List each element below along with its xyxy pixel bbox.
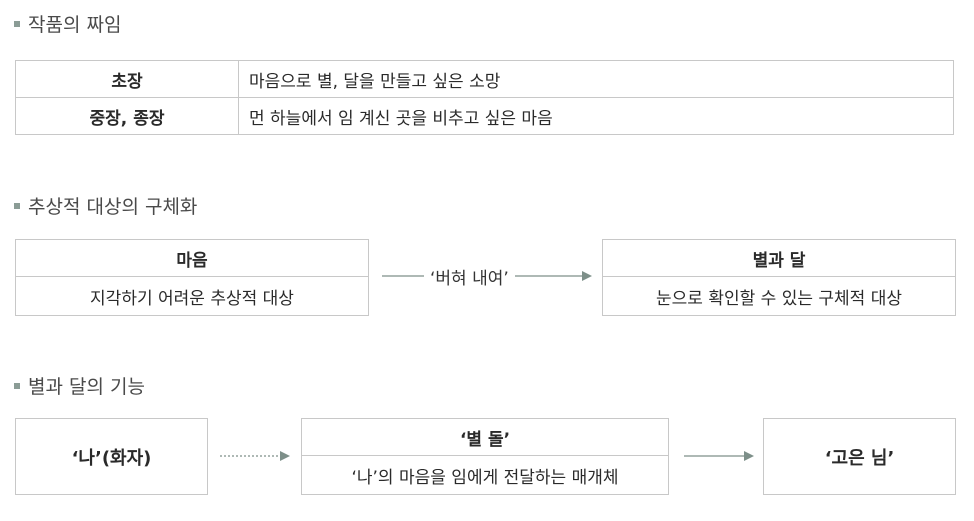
table-cell-part: 초장 <box>15 60 239 98</box>
table-row: 중장, 종장 먼 하늘에서 임 계신 곳을 비추고 싶은 마음 <box>15 97 954 135</box>
table-cell-content: 마음으로 별, 달을 만들고 싶은 소망 <box>238 60 954 98</box>
target-label: ‘고은 님’ <box>824 447 895 469</box>
abstract-box-head: 마음 <box>16 240 368 277</box>
section-title-structure-text: 작품의 짜임 <box>28 14 122 36</box>
arrow-right-icon <box>684 451 754 461</box>
concrete-box-head: 별과 달 <box>603 240 955 277</box>
table-cell-content: 먼 하늘에서 임 계신 곳을 비추고 싶은 마음 <box>238 97 954 135</box>
section-title-concretization-text: 추상적 대상의 구체화 <box>28 196 198 218</box>
structure-table: 초장 마음으로 별, 달을 만들고 싶은 소망 중장, 종장 먼 하늘에서 임 … <box>15 60 954 135</box>
bullet-icon <box>14 20 20 27</box>
abstract-box-body: 지각하기 어려운 추상적 대상 <box>90 288 294 309</box>
medium-box-head: ‘별 돌’ <box>302 419 668 456</box>
concrete-box-body: 눈으로 확인할 수 있는 구체적 대상 <box>656 288 902 309</box>
concrete-box: 별과 달 눈으로 확인할 수 있는 구체적 대상 <box>602 239 956 316</box>
speaker-box: ‘나’(화자) <box>15 418 208 495</box>
transform-arrow-label: ‘버혀 내여’ <box>424 264 515 289</box>
section-title-concretization: 추상적 대상의 구체화 <box>14 192 197 219</box>
arrow-right-icon <box>220 451 290 461</box>
medium-box: ‘별 돌’ ‘나’의 마음을 임에게 전달하는 매개체 <box>301 418 669 495</box>
section-title-function-text: 별과 달의 기능 <box>28 376 145 398</box>
table-cell-part: 중장, 종장 <box>15 97 239 135</box>
section-title-function: 별과 달의 기능 <box>14 372 145 399</box>
target-box: ‘고은 님’ <box>763 418 956 495</box>
bullet-icon <box>14 382 20 389</box>
speaker-label: ‘나’(화자) <box>71 447 152 469</box>
bullet-icon <box>14 202 20 209</box>
medium-box-body: ‘나’의 마음을 임에게 전달하는 매개체 <box>351 467 619 488</box>
table-row: 초장 마음으로 별, 달을 만들고 싶은 소망 <box>15 60 954 98</box>
section-title-structure: 작품의 짜임 <box>14 10 121 37</box>
abstract-box: 마음 지각하기 어려운 추상적 대상 <box>15 239 369 316</box>
